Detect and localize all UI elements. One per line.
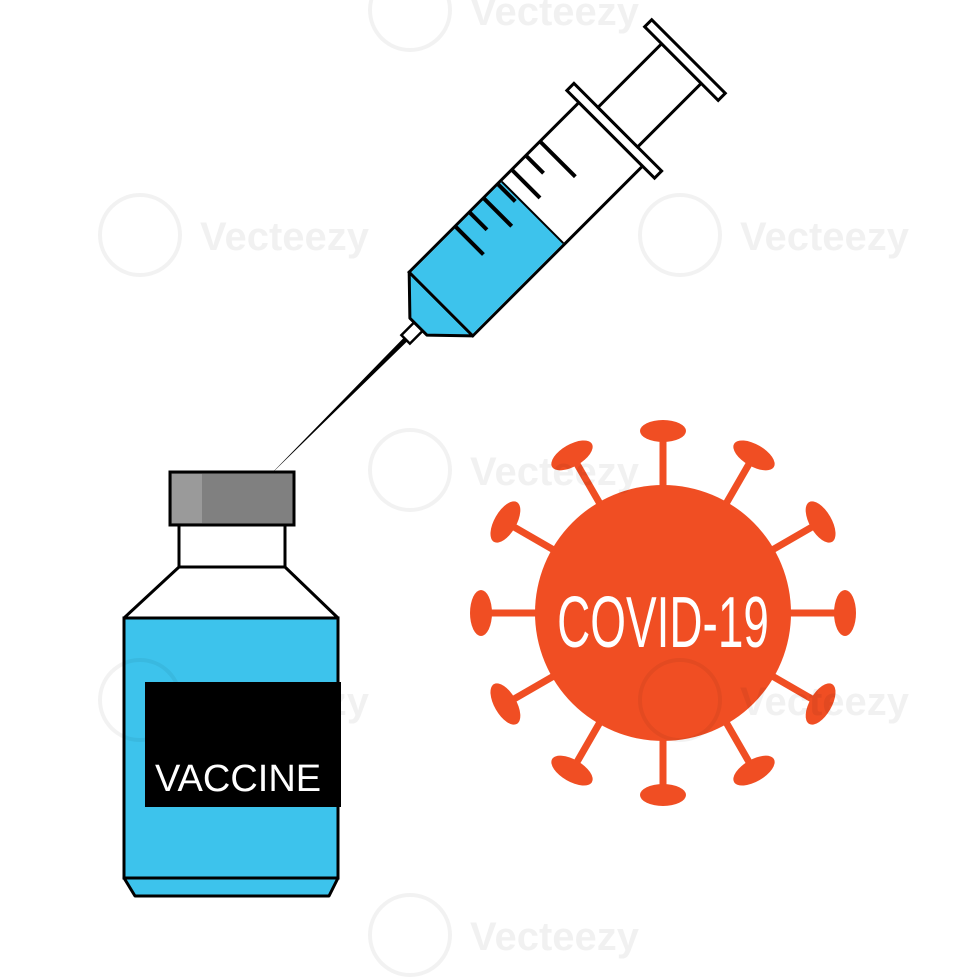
vial-label-text: VACCINE [155, 758, 321, 800]
syringe-liquid [411, 181, 564, 334]
covid-virus: COVID-19 [470, 420, 856, 806]
syringe-thumb-rest [642, 17, 728, 103]
vial-base [122, 876, 340, 898]
watermark-text: Vecteezy [740, 215, 910, 259]
virus-spike-cap [551, 440, 593, 471]
virus-label-text: COVID-19 [557, 581, 769, 662]
virus-spike-cap [805, 683, 836, 725]
vaccine-vial: VACCINE [122, 470, 341, 898]
syringe-graduations [453, 139, 577, 256]
virus-spike-cap [805, 501, 836, 543]
watermark-text: Vecteezy [200, 680, 370, 724]
virus-spike-cap [733, 440, 775, 471]
virus-spike-cap [490, 683, 521, 725]
watermark-text: Vecteezy [470, 0, 640, 34]
watermark-text: Vecteezy [470, 915, 640, 959]
virus-spike-cap [640, 420, 686, 442]
vecteezy-logo-icon [368, 0, 452, 52]
vecteezy-logo-icon [368, 428, 452, 512]
virus-spike-cap [834, 590, 856, 636]
virus-spike-cap [470, 590, 492, 636]
syringe-needle [267, 337, 408, 478]
watermark-text: Vecteezy [200, 215, 370, 259]
vecteezy-logo-icon [638, 193, 722, 277]
vial-label [145, 682, 341, 807]
vecteezy-logo-icon [638, 658, 722, 742]
watermark: Vecteezy Vecteezy Vecteezy Vecteezy Vect… [98, 0, 910, 977]
virus-body [535, 485, 791, 741]
vial-shoulder [122, 565, 340, 620]
syringe [267, 17, 728, 478]
virus-spike-cap [551, 755, 593, 786]
virus-spike-cap [490, 501, 521, 543]
watermark-text: Vecteezy [740, 680, 910, 724]
vecteezy-logo-icon [98, 193, 182, 277]
virus-spike-cap [733, 755, 775, 786]
vecteezy-logo-icon [368, 893, 452, 977]
watermark-text: Vecteezy [470, 450, 640, 494]
virus-spike-cap [640, 784, 686, 806]
vecteezy-logo-icon [98, 658, 182, 742]
vial-neck [177, 523, 287, 569]
